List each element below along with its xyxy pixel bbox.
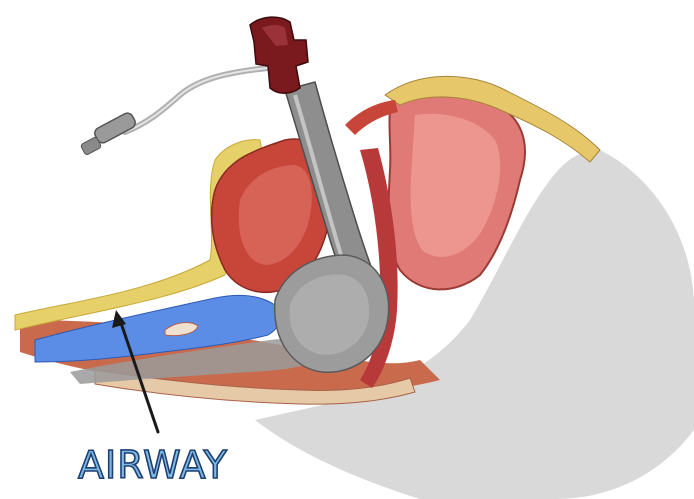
pilot-balloon-line	[125, 68, 268, 132]
pilot-balloon-valve	[93, 111, 138, 145]
airway-label: AIRWAY	[78, 446, 228, 484]
